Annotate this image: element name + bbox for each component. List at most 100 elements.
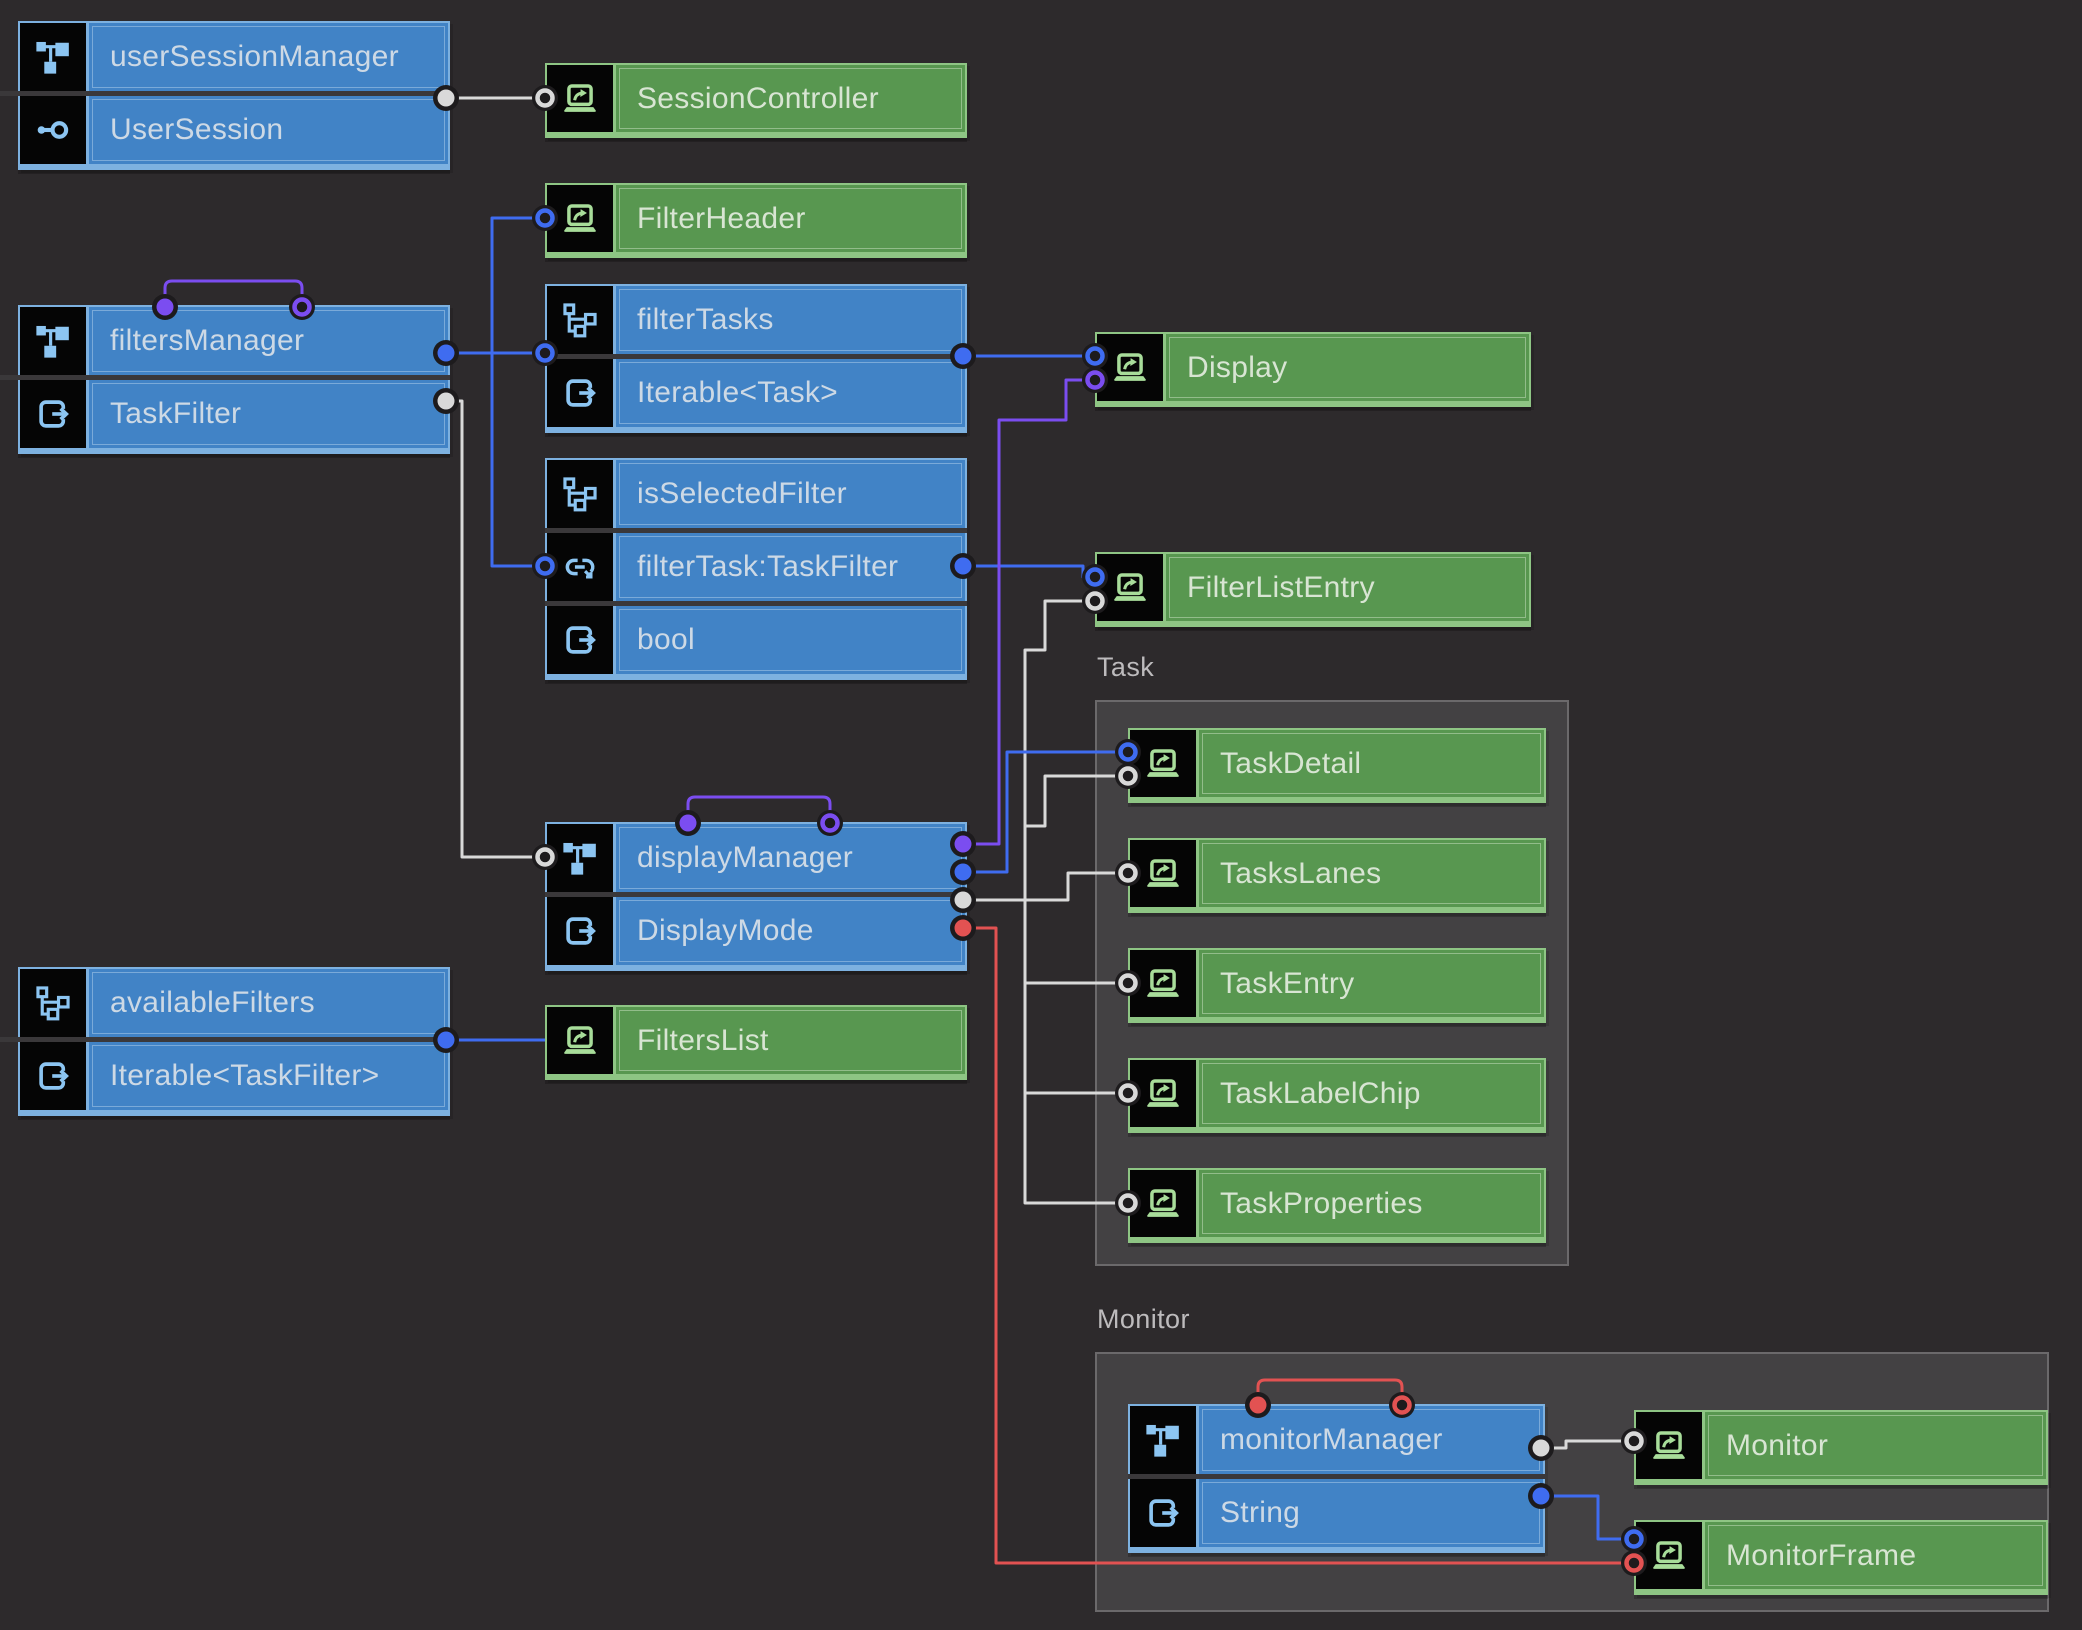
input-port-taskentry[interactable] xyxy=(1115,970,1141,996)
output-port-displaymanager-purple[interactable] xyxy=(950,831,976,857)
input-port-filterheader[interactable] xyxy=(532,205,558,231)
input-port-display-purple[interactable] xyxy=(1082,367,1108,393)
input-port-tasklabelchip[interactable] xyxy=(1115,1080,1141,1106)
node-row-label: String xyxy=(1199,1479,1543,1547)
wire-displaymode-taskdetail[interactable] xyxy=(1025,774,1128,828)
input-port-taskslanes[interactable] xyxy=(1115,860,1141,886)
output-port-filtersmanager[interactable] xyxy=(433,340,459,366)
loop-out-port-monitormanager[interactable] xyxy=(1245,1392,1271,1418)
input-port-monitorframe-red[interactable] xyxy=(1621,1550,1647,1576)
input-port-filtertasks[interactable] xyxy=(532,340,558,366)
node-row-label: isSelectedFilter xyxy=(616,460,965,528)
node-available-filters[interactable]: availableFilters Iterable<TaskFilter> xyxy=(0,967,450,1116)
input-port-taskdetail-blue[interactable] xyxy=(1115,739,1141,765)
node-label: TaskProperties xyxy=(1199,1170,1544,1237)
node-row-label: displayManager xyxy=(616,824,965,892)
input-port-filterlistentry-blue[interactable] xyxy=(1082,564,1108,590)
laptop-share-icon xyxy=(1130,840,1199,907)
input-port-display-blue[interactable] xyxy=(1082,343,1108,369)
node-row-label: Iterable<Task> xyxy=(616,359,965,427)
wire-displaymode-monitorframe[interactable] xyxy=(963,926,1634,1565)
loop-out-port-filtersmanager[interactable] xyxy=(152,294,178,320)
laptop-share-icon xyxy=(1130,730,1199,797)
node-label: TasksLanes xyxy=(1199,840,1544,907)
tree-method-icon xyxy=(547,286,616,354)
node-user-session-manager[interactable]: userSessionManager UserSession xyxy=(0,21,450,170)
task-group-label: Task xyxy=(1097,652,1155,682)
node-session-controller[interactable]: SessionController xyxy=(545,63,967,138)
node-task-detail[interactable]: TaskDetail xyxy=(1128,728,1546,803)
loop-in-port-displaymanager[interactable] xyxy=(817,810,843,836)
output-type-icon xyxy=(547,606,616,674)
output-port-usersessionmanager[interactable] xyxy=(433,85,459,111)
output-port-displaymanager-blue[interactable] xyxy=(950,859,976,885)
input-port-sessioncontroller[interactable] xyxy=(532,85,558,111)
node-filters-list[interactable]: FiltersList xyxy=(545,1005,967,1080)
node-row-label: DisplayMode xyxy=(616,897,965,965)
row-divider xyxy=(0,91,450,96)
node-is-selected-filter[interactable]: isSelectedFilter filterTask:TaskFilter b… xyxy=(545,458,967,680)
wire-filtertask-filterlistentry[interactable] xyxy=(963,564,1095,579)
tree-manager-icon xyxy=(20,307,89,375)
loop-in-port-monitormanager[interactable] xyxy=(1389,1392,1415,1418)
laptop-share-icon xyxy=(1097,334,1166,401)
node-filter-list-entry[interactable]: FilterListEntry xyxy=(1095,552,1531,627)
laptop-share-icon xyxy=(1130,1170,1199,1237)
output-port-filtertask[interactable] xyxy=(950,553,976,579)
node-row-label: filtersManager xyxy=(89,307,448,375)
input-port-taskdetail-white[interactable] xyxy=(1115,763,1141,789)
loop-in-port-filtersmanager[interactable] xyxy=(289,294,315,320)
output-type-icon xyxy=(20,380,89,448)
output-port-availablefilters[interactable] xyxy=(433,1027,459,1053)
loop-out-port-displaymanager[interactable] xyxy=(675,810,701,836)
node-task-properties[interactable]: TaskProperties xyxy=(1128,1168,1546,1243)
wire-displaymode-taskproperties[interactable] xyxy=(1023,1093,1128,1205)
node-label: Display xyxy=(1166,334,1529,401)
output-port-taskfilter[interactable] xyxy=(433,388,459,414)
node-display-manager[interactable]: displayManager DisplayMode xyxy=(545,822,967,971)
input-port-monitor[interactable] xyxy=(1621,1428,1647,1454)
wire-displaymanager-display[interactable] xyxy=(963,378,1095,846)
node-display[interactable]: Display xyxy=(1095,332,1531,407)
input-port-filtertask[interactable] xyxy=(532,553,558,579)
node-monitor[interactable]: Monitor xyxy=(1634,1410,2048,1485)
wire-filtersmanager-filterheader-filtertask[interactable] xyxy=(490,216,545,568)
output-type-icon xyxy=(547,897,616,965)
wire-displaymode-taskslanes[interactable] xyxy=(963,871,1128,902)
node-tasks-lanes[interactable]: TasksLanes xyxy=(1128,838,1546,913)
node-task-label-chip[interactable]: TaskLabelChip xyxy=(1128,1058,1546,1133)
output-port-filtertasks[interactable] xyxy=(950,343,976,369)
row-divider xyxy=(545,601,967,606)
node-filter-header[interactable]: FilterHeader xyxy=(545,183,967,258)
output-port-monitormanager[interactable] xyxy=(1528,1435,1554,1461)
input-port-filterlistentry-white[interactable] xyxy=(1082,588,1108,614)
node-task-entry[interactable]: TaskEntry xyxy=(1128,948,1546,1023)
node-label: Monitor xyxy=(1705,1412,2046,1479)
node-monitor-frame[interactable]: MonitorFrame xyxy=(1634,1520,2048,1595)
output-port-string[interactable] xyxy=(1528,1483,1554,1509)
node-row-label: bool xyxy=(616,606,965,674)
tree-manager-icon xyxy=(20,23,89,91)
input-port-displaymanager[interactable] xyxy=(532,844,558,870)
node-label: TaskLabelChip xyxy=(1199,1060,1544,1127)
wire-monitormanager-selfloop[interactable] xyxy=(1256,1378,1404,1405)
wire-displaymanager-taskdetail[interactable] xyxy=(963,750,1128,874)
wire-displaymanager-selfloop[interactable] xyxy=(686,795,832,823)
input-port-monitorframe-blue[interactable] xyxy=(1621,1526,1647,1552)
node-row-label: filterTask:TaskFilter xyxy=(616,533,965,601)
wire-taskfilter-displaymanager[interactable] xyxy=(446,399,545,859)
wire-filtersmanager-selfloop[interactable] xyxy=(163,279,304,307)
wire-string-monitorframe[interactable] xyxy=(1541,1494,1634,1541)
node-filter-tasks[interactable]: filterTasks Iterable<Task> xyxy=(545,284,967,433)
tree-manager-icon xyxy=(1130,1406,1199,1474)
node-monitor-manager[interactable]: monitorManager String xyxy=(1128,1404,1545,1553)
input-port-taskproperties[interactable] xyxy=(1115,1190,1141,1216)
wire-displaymode-filterlistentry[interactable] xyxy=(1023,599,1095,900)
node-filters-manager[interactable]: filtersManager TaskFilter xyxy=(0,305,450,454)
output-port-displaymode-red[interactable] xyxy=(950,915,976,941)
row-divider xyxy=(0,1037,450,1042)
laptop-share-icon xyxy=(1130,950,1199,1017)
laptop-share-icon xyxy=(1097,554,1166,621)
output-port-displaymode-white[interactable] xyxy=(950,887,976,913)
node-label: TaskEntry xyxy=(1199,950,1544,1017)
